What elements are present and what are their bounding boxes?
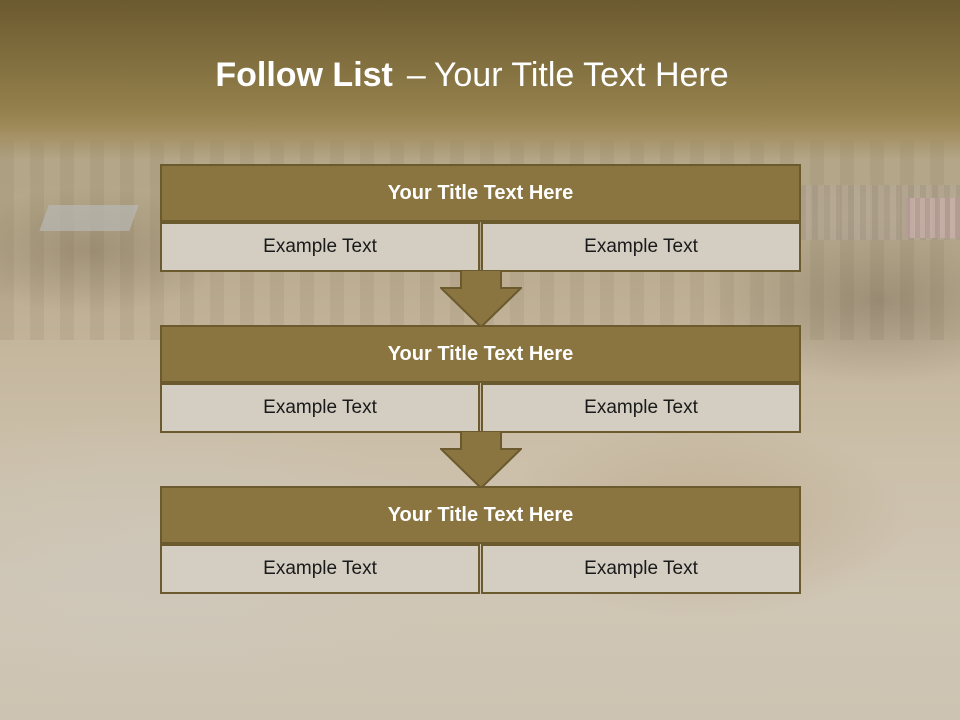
block-title: Your Title Text Here — [160, 486, 801, 544]
down-arrow-icon — [440, 270, 522, 328]
background-roof — [905, 198, 960, 238]
block-title: Your Title Text Here — [160, 325, 801, 383]
block-cells: Example Text Example Text — [160, 383, 801, 433]
background-roof — [39, 205, 139, 231]
list-block: Your Title Text Here Example Text Exampl… — [160, 486, 801, 594]
block-cell-left: Example Text — [160, 222, 480, 272]
block-cell-right: Example Text — [481, 222, 801, 272]
block-cells: Example Text Example Text — [160, 544, 801, 594]
block-cells: Example Text Example Text — [160, 222, 801, 272]
title-rest: Your Title Text Here — [433, 56, 729, 94]
title-separator: – — [406, 56, 426, 94]
down-arrow-icon — [440, 431, 522, 489]
block-cell-left: Example Text — [160, 544, 480, 594]
title-bold: Follow List — [215, 56, 393, 94]
block-cell-right: Example Text — [481, 383, 801, 433]
list-block: Your Title Text Here Example Text Exampl… — [160, 164, 801, 272]
slide-title: Follow List–Your Title Text Here — [0, 52, 944, 98]
header-band — [0, 0, 960, 160]
list-block: Your Title Text Here Example Text Exampl… — [160, 325, 801, 433]
block-title: Your Title Text Here — [160, 164, 801, 222]
block-cell-right: Example Text — [481, 544, 801, 594]
block-cell-left: Example Text — [160, 383, 480, 433]
